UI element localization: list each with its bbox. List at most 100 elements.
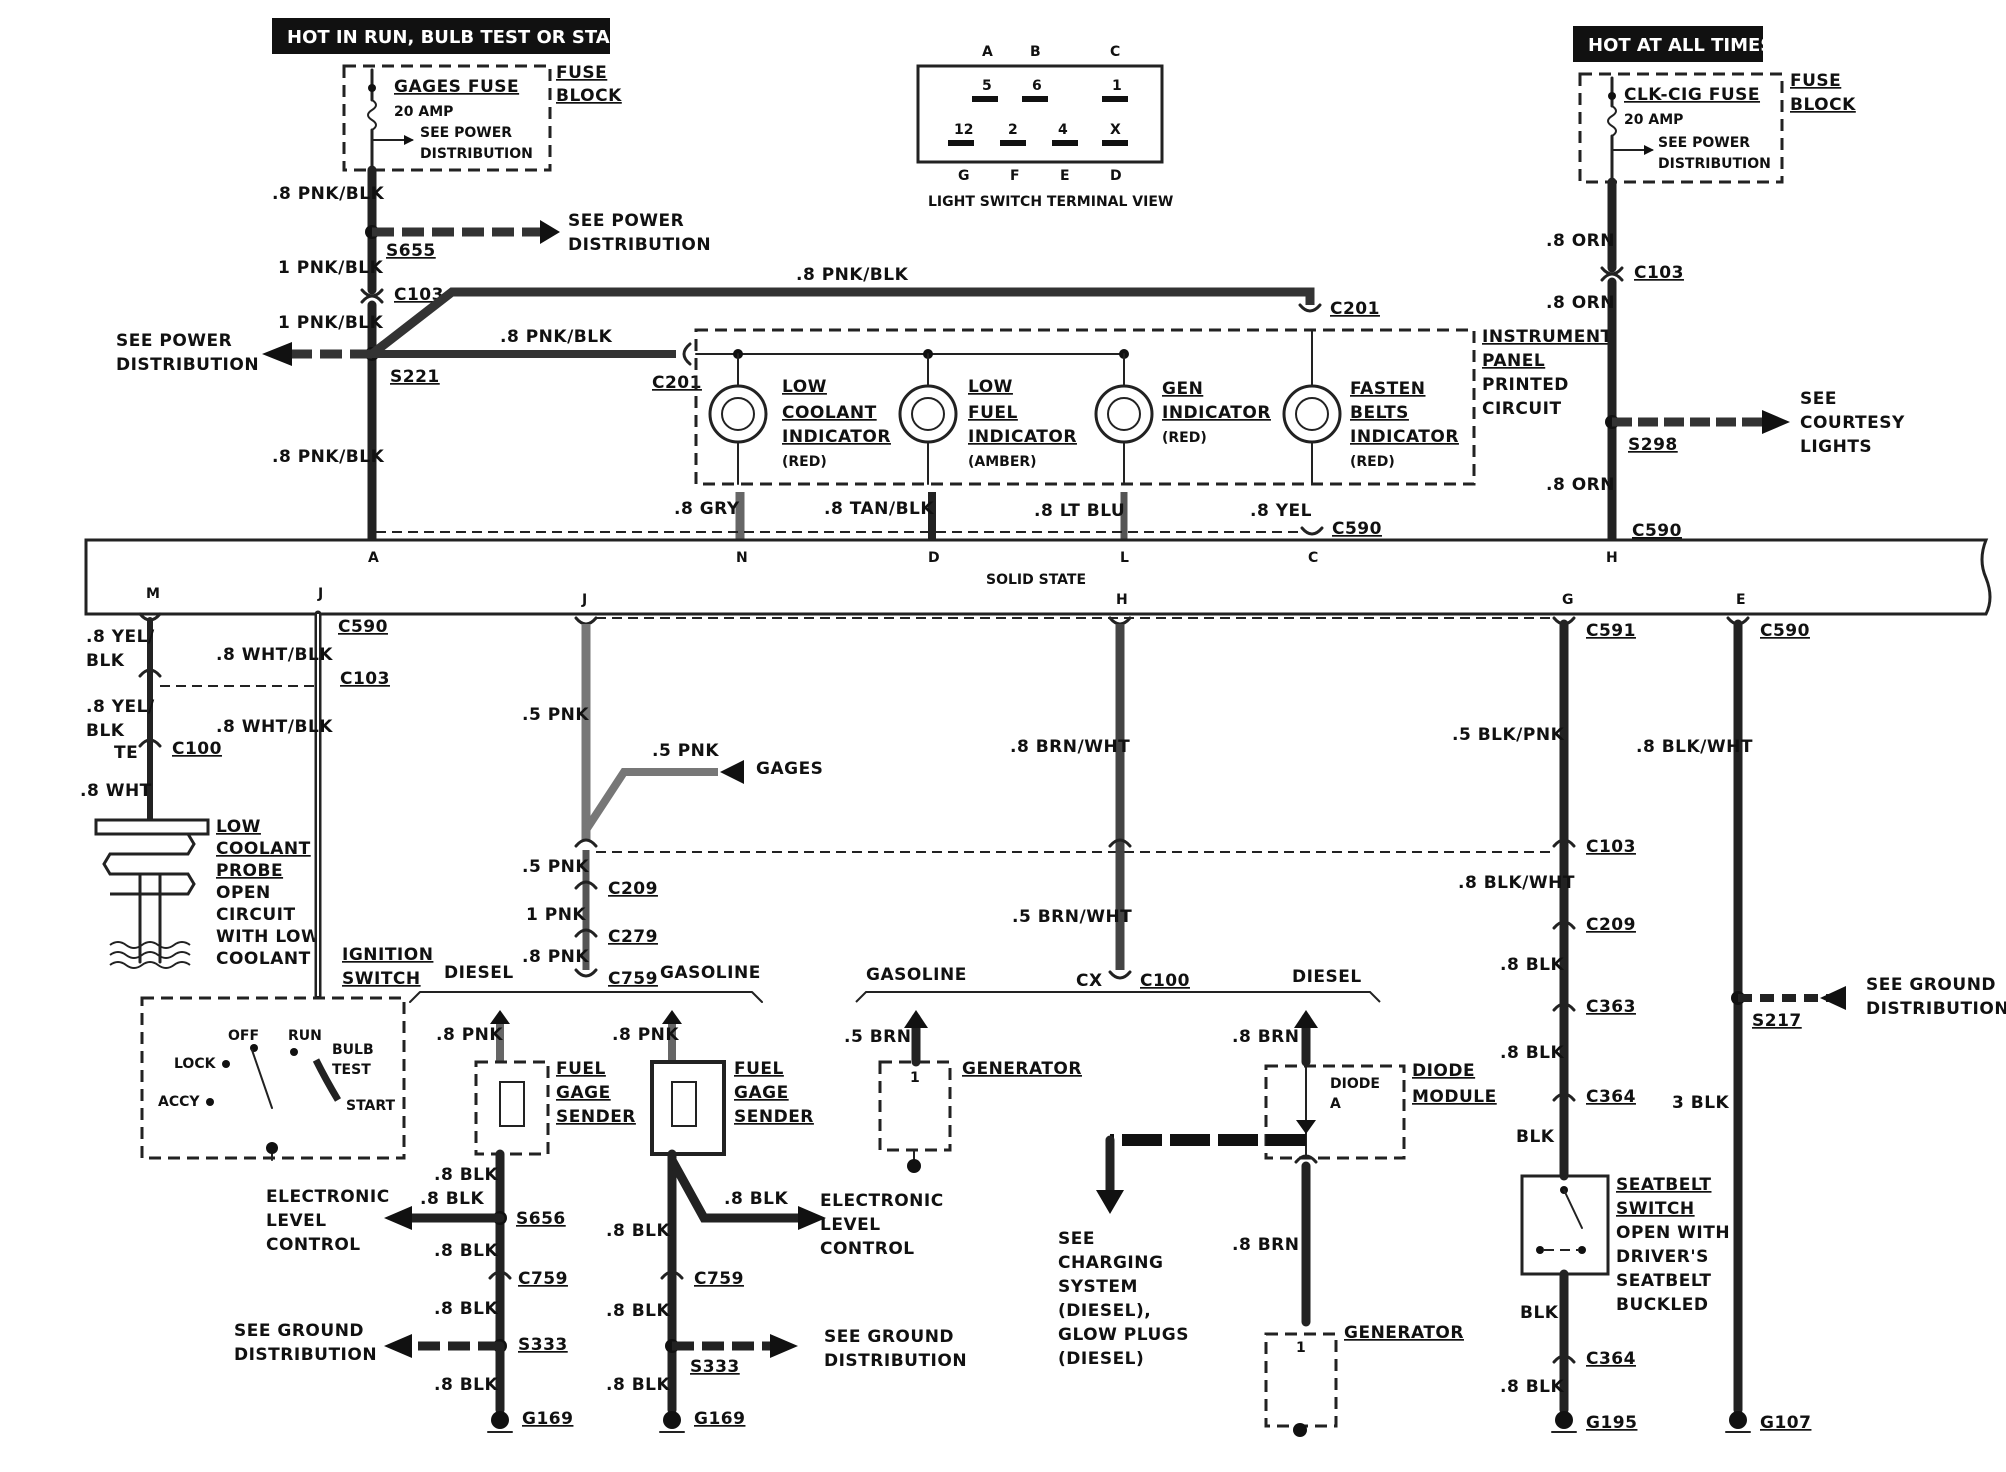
switch-test: TEST <box>332 1062 371 1078</box>
wire-yel-blk-1b: BLK <box>86 651 125 671</box>
switch-run: RUN <box>288 1028 322 1044</box>
diesel-ground-2: DISTRIBUTION <box>234 1345 377 1365</box>
wire-brn-wht-1: .8 BRN/WHT <box>1010 737 1130 757</box>
connector-c364-b: C364 <box>1586 1349 1636 1369</box>
ground-g169-diesel: G169 <box>522 1409 573 1429</box>
diesel-sender-wire: .8 PNK <box>436 1025 503 1045</box>
switch-off: OFF <box>228 1028 259 1044</box>
panel-label-2: PANEL <box>1482 351 1545 371</box>
ind3-l1: GEN <box>1162 379 1203 399</box>
probe-label-2: COOLANT <box>216 839 311 859</box>
wire-pnk-5b: .5 PNK <box>652 741 719 761</box>
left-power-feed: .8 PNK/BLK 1 PNK/BLK 1 PNK/BLK .8 PNK/BL… <box>116 165 711 545</box>
gasoline-label-gen: GASOLINE <box>866 965 967 985</box>
right-power-feed: .8 ORN C103 .8 ORN S298 .8 ORN C590 SEE … <box>1546 177 1905 545</box>
connector-c103-left: C103 <box>394 285 444 305</box>
charging-2: CHARGING <box>1058 1253 1163 1273</box>
clk-cig-fuse-block: CLK-CIG FUSE 20 AMP SEE POWER DISTRIBUTI… <box>1578 71 1856 184</box>
wire-tan-blk: .8 TAN/BLK <box>824 499 934 519</box>
gas-ground-2: DISTRIBUTION <box>824 1351 967 1371</box>
fuse-see-power: SEE POWER <box>420 125 512 141</box>
wire-pnk-blk-1: .8 PNK/BLK <box>272 184 385 204</box>
fasten-belts-indicator: FASTEN BELTS INDICATOR (RED) <box>1282 329 1458 485</box>
charging-3: SYSTEM <box>1058 1277 1138 1297</box>
diesel-fuel-gage-sender: .8 PNK FUEL GAGE SENDER .8 BLK .8 BLK S6… <box>234 1010 635 1433</box>
gasoline-fuel-gage-sender: .8 PNK FUEL GAGE SENDER .8 BLK .8 BLK EL… <box>606 1010 967 1433</box>
gas-ground-1: SEE GROUND <box>824 1327 954 1347</box>
gages-fuse-amp: 20 AMP <box>394 104 453 120</box>
low-coolant-indicator: LOW COOLANT INDICATOR (RED) <box>708 349 890 485</box>
fuse-block-label-1: FUSE <box>556 63 607 83</box>
terminal-num-1: 1 <box>1112 78 1122 94</box>
courtesy-3: LIGHTS <box>1800 437 1872 457</box>
indicator-wires: .8 GRY .8 TAN/BLK .8 LT BLU .8 YEL C590 <box>376 492 1381 540</box>
ind2-l3: INDICATOR <box>968 427 1077 447</box>
wire-wht: .8 WHT <box>80 781 152 801</box>
splice-s333-gas: S333 <box>690 1357 740 1377</box>
connector-c590-e: C590 <box>1760 621 1810 641</box>
header-hot-in-run: HOT IN RUN, BULB TEST OR START <box>272 18 636 54</box>
wire-yel: .8 YEL <box>1250 501 1312 521</box>
splice-s298: S298 <box>1628 435 1678 455</box>
terminal-num-5: 5 <box>982 78 992 94</box>
connector-c590-m: C590 <box>338 617 388 637</box>
solid-state-module: SOLID STATE A N D L C H M J J H G E <box>84 538 1992 616</box>
gasoline-label-gage: GASOLINE <box>660 963 761 983</box>
pin-j2: J <box>581 592 587 608</box>
ind3-l3: (RED) <box>1162 430 1207 446</box>
diesel-sender-l2: GAGE <box>556 1083 611 1103</box>
gas-elc-3: CONTROL <box>820 1239 915 1259</box>
ind4-l2: BELTS <box>1350 403 1409 423</box>
probe-label-3: PROBE <box>216 861 283 881</box>
terminal-top-letter-b: B <box>1030 44 1041 60</box>
left-see-power-2: DISTRIBUTION <box>116 355 259 375</box>
diesel-elc-2: LEVEL <box>266 1211 327 1231</box>
gas-sender-l2: GAGE <box>734 1083 789 1103</box>
diode-module-2: MODULE <box>1412 1087 1497 1107</box>
diesel-elc-1: ELECTRONIC <box>266 1187 390 1207</box>
wire-pnk-8: .8 PNK <box>522 947 589 967</box>
fuse-right-block-label-2: BLOCK <box>1790 95 1856 115</box>
ground-dist-e-2: DISTRIBUTION <box>1866 999 2006 1019</box>
terminal-bot-letter-d: D <box>1110 168 1122 184</box>
pin-h-top: H <box>1606 550 1618 566</box>
gas-blk-1: .8 BLK <box>724 1189 788 1209</box>
connector-c201-left: C201 <box>652 373 702 393</box>
gen-indicator: GEN INDICATOR (RED) <box>1094 349 1270 485</box>
pin-h-bottom: H <box>1116 592 1128 608</box>
switch-lock: LOCK <box>174 1056 217 1072</box>
panel-label-4: CIRCUIT <box>1482 399 1562 419</box>
see-power-dist-1: SEE POWER <box>568 211 684 231</box>
wire-brn-5: .5 BRN <box>844 1027 911 1047</box>
gas-blk-4: .8 BLK <box>606 1375 670 1395</box>
low-fuel-indicator: LOW FUEL INDICATOR (AMBER) <box>898 349 1077 485</box>
probe-label-4: OPEN <box>216 883 271 903</box>
diesel-blk-2: .8 BLK <box>420 1189 484 1209</box>
wire-te: TE <box>114 743 138 763</box>
wire-brn-8-diesel: .8 BRN <box>1232 1027 1299 1047</box>
wire-pnk-5c: .5 PNK <box>522 857 589 877</box>
splice-s333-diesel: S333 <box>518 1335 568 1355</box>
gas-elc-2: LEVEL <box>820 1215 881 1235</box>
gas-blk-3: .8 BLK <box>606 1301 670 1321</box>
ind1-l2: COOLANT <box>782 403 877 423</box>
gages-feed-circuit: .5 PNK .5 PNK GAGES .5 PNK C209 1 PNK C2… <box>409 616 1556 1003</box>
connector-c363: C363 <box>1586 997 1636 1017</box>
diesel-label-gen: DIESEL <box>1292 967 1362 987</box>
header-hot-at-all-times: HOT AT ALL TIMES <box>1573 26 1773 62</box>
ind4-l1: FASTEN <box>1350 379 1426 399</box>
gas-sender-l3: SENDER <box>734 1107 814 1127</box>
ground-dist-e-1: SEE GROUND <box>1866 975 1996 995</box>
probe-label-6: WITH LOW <box>216 927 320 947</box>
charging-6: (DIESEL) <box>1058 1349 1144 1369</box>
terminal-bot-letter-f: F <box>1010 168 1020 184</box>
probe-label-5: CIRCUIT <box>216 905 296 925</box>
pin-m: M <box>146 586 160 602</box>
terminal-top-letter-c: C <box>1110 44 1120 60</box>
seatbelt-label-6: BUCKLED <box>1616 1295 1708 1315</box>
panel-label-1: INSTRUMENT <box>1482 327 1613 347</box>
splice-s656: S656 <box>516 1209 566 1229</box>
connector-c279: C279 <box>608 927 658 947</box>
diode-a-1: DIODE <box>1330 1076 1380 1092</box>
courtesy-1: SEE <box>1800 389 1837 409</box>
